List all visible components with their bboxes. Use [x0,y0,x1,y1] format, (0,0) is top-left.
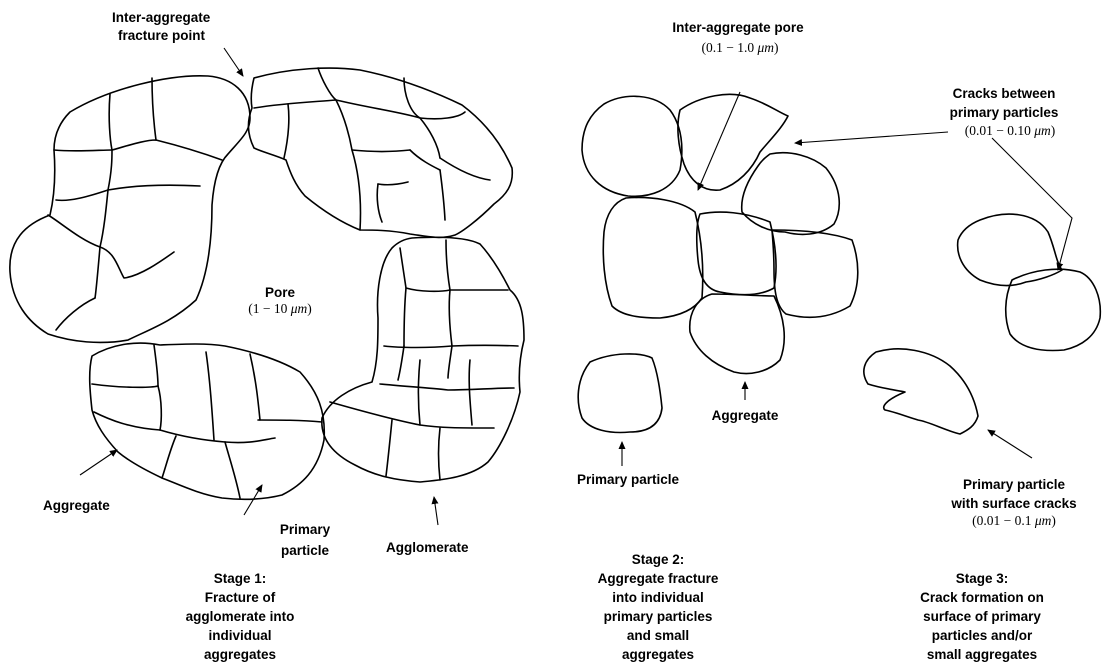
aggregate-a-outline [9,75,251,344]
aggregate-d-outline [88,342,326,501]
stage2-particle-2 [677,93,789,191]
pore-label: Pore [265,285,296,300]
aggregate-d-grain-boundaries [91,344,323,499]
agglomerate-label: Agglomerate [386,540,469,555]
stage1-caption: Stage 1: Fracture of agglomerate into in… [186,571,295,662]
surface-cracks-label-line2: with surface cracks [950,496,1076,511]
stage2-particle-3 [740,152,841,236]
stage2-particle-5 [695,211,777,296]
aggregate-a-grain-boundaries [47,77,223,331]
annotation-arrows [79,47,1073,526]
stage3-caption-line5: small aggregates [927,647,1037,662]
pore-size-range: (1 − 10 μm) [248,301,312,316]
stage2-primary-label: Primary particle [577,472,680,487]
stage2-particle-8 [577,353,663,434]
cracks-between-range: (0.01 − 0.10 μm) [965,123,1056,138]
fracture-point-label-line2: fracture point [118,28,206,43]
stage2-caption-line6: aggregates [622,647,694,662]
fracture-point-label-line1: Inter-aggregate [112,10,211,25]
arrow-stage1-primary [243,484,263,516]
stage2-particle-4 [602,196,704,319]
stage3-particles [863,213,1102,435]
stage3-caption-line2: Crack formation on [920,590,1044,605]
stage3-particle-2 [1004,268,1102,352]
stage1-primary-label-line1: Primary [280,522,331,537]
aggregate-c-grain-boundaries [329,239,519,481]
cracks-between-label-line2: primary particles [950,105,1059,120]
arrow-stage1-aggregate [79,449,118,476]
stage1-caption-line2: Fracture of [205,590,276,605]
stage2-particle-6 [771,229,859,319]
stage3-particle-3 [863,348,979,435]
stage2-caption: Stage 2: Aggregate fracture into individ… [598,552,719,662]
inter-aggregate-pore-label: Inter-aggregate pore [672,20,804,35]
stage3-caption: Stage 3: Crack formation on surface of p… [920,571,1044,662]
stage2-aggregate-label: Aggregate [712,408,779,423]
arrow-agglomerate [431,496,439,526]
stage3-caption-line1: Stage 3: [956,571,1009,586]
stage3-particle-1 [956,213,1063,287]
cracks-between-label-line1: Cracks between [953,86,1056,101]
surface-cracks-label-line1: Primary particle [963,477,1066,492]
stage2-labels: Inter-aggregate pore (0.1 − 1.0 μm) Aggr… [577,20,804,662]
stage3-caption-line4: particles and/or [932,628,1033,643]
stage1-caption-line5: aggregates [204,647,276,662]
stage1-aggregate-label: Aggregate [43,498,110,513]
stage2-caption-line3: into individual [612,590,704,605]
stage3-labels: Cracks between primary particles (0.01 −… [920,86,1077,662]
arrow-surface-cracks [987,429,1033,459]
stage2-caption-line2: Aggregate fracture [598,571,719,586]
inter-aggregate-pore-range: (0.1 − 1.0 μm) [701,40,778,55]
stage2-caption-line5: and small [627,628,689,643]
arrow-cracks-between-2 [991,137,1073,271]
stage1-labels: Inter-aggregate fracture point Pore (1 −… [43,10,469,662]
stage1-agglomerate [9,67,525,501]
arrow-inter-aggregate-pore [697,91,741,191]
stage1-caption-line3: agglomerate into [186,609,295,624]
stage1-primary-label-line2: particle [281,543,330,558]
stage2-caption-line4: primary particles [604,609,713,624]
stage2-particle-7 [688,293,786,375]
aggregate-b-grain-boundaries [253,67,491,231]
stage1-caption-line4: individual [208,628,271,643]
arrow-fracture-point [223,47,244,77]
stage1-caption-line1: Stage 1: [214,571,267,586]
stage2-caption-line1: Stage 2: [632,552,685,567]
aggregate-b-outline [247,67,514,239]
stage2-particles [577,93,859,434]
stage2-particle-1 [581,95,683,198]
surface-cracks-range: (0.01 − 0.1 μm) [972,513,1056,528]
aggregate-c-outline [321,236,525,483]
arrow-cracks-between [794,131,949,146]
stage3-caption-line3: surface of primary [923,609,1041,624]
